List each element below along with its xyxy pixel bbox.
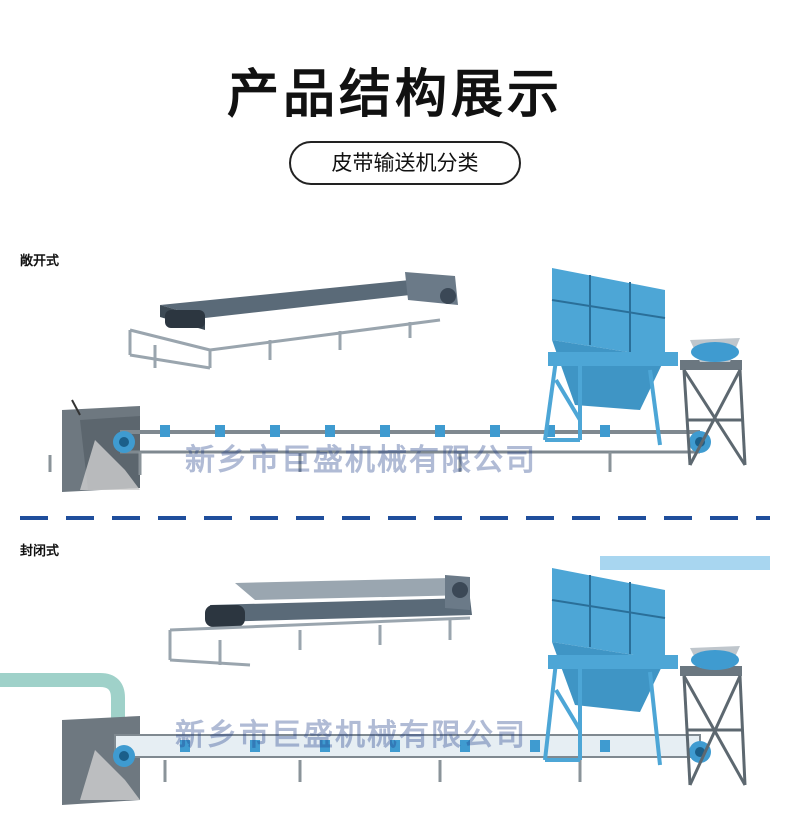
section-label-open: 敞开式 xyxy=(20,254,60,269)
watermark-bottom: 新乡市巨盛机械有限公司 xyxy=(175,718,527,753)
category-pill: 皮带输送机分类 xyxy=(289,141,521,185)
open-conveyor-small xyxy=(128,272,458,370)
closed-conveyor-large xyxy=(0,556,770,805)
section-label-closed: 封闭式 xyxy=(20,544,60,559)
watermark-top: 新乡市巨盛机械有限公司 xyxy=(185,443,537,478)
page-title: 产品结构展示 xyxy=(226,65,563,125)
closed-conveyor-small xyxy=(168,575,472,667)
open-conveyor-large xyxy=(48,268,747,492)
